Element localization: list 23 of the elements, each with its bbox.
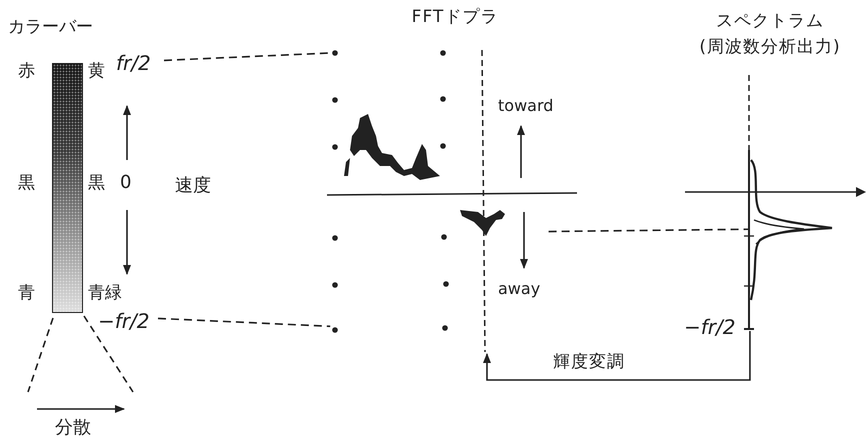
axis-label: 速度 <box>175 176 211 196</box>
velocity-limit: −fr/2 <box>98 310 150 332</box>
axis-label: 分散 <box>55 418 91 438</box>
color-name: 青緑 <box>88 284 122 303</box>
color-name: 赤 <box>18 62 35 81</box>
connector-line <box>548 228 749 232</box>
color-name: 黒 <box>88 174 105 193</box>
color-name: 黒 <box>18 174 35 193</box>
panel-heading: スペクトラム (周波数分析出力) <box>698 10 842 59</box>
color-name: 青 <box>18 284 35 303</box>
arrow <box>482 331 751 381</box>
bar-title: カラーバー <box>8 18 93 37</box>
velocity-limit: −fr/2 <box>684 316 736 338</box>
color-bar <box>52 63 83 313</box>
connector-line <box>164 52 330 62</box>
zero-label: 0 <box>120 173 132 193</box>
edge-label: 輝度変調 <box>553 353 625 372</box>
direction-label: toward <box>498 97 554 115</box>
connector-line <box>158 318 330 328</box>
direction-label: away <box>498 280 540 298</box>
color-name: 黄 <box>88 62 105 81</box>
panel-heading: FFTドプラ <box>410 8 500 27</box>
velocity-limit: fr/2 <box>116 52 152 74</box>
